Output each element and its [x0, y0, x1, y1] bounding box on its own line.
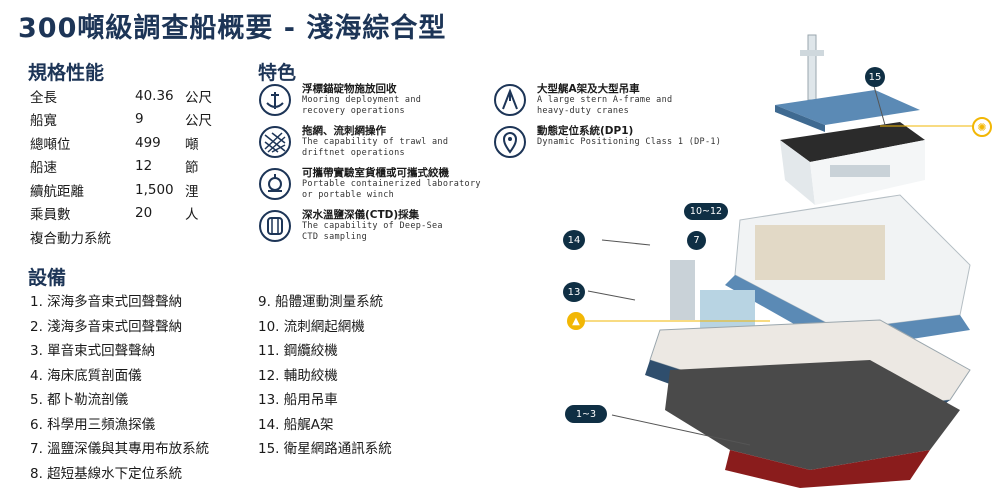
feature-desc-line1: A large stern A-frame and [537, 95, 673, 105]
equipment-item: 15. 衛星網路通訊系統 [258, 441, 392, 458]
spec-row: 船速 12 節 [30, 155, 212, 179]
equipment-item: 3. 單音束式回聲聲納 [30, 343, 156, 360]
upper-deck-structure [775, 34, 925, 205]
spec-label: 複合動力系統 [30, 230, 111, 247]
equipment-item: 8. 超短基線水下定位系統 [30, 465, 183, 482]
spec-heading: 規格性能 [28, 62, 105, 84]
feature-title: 動態定位系統(DP1) [537, 125, 634, 137]
spec-row: 乘員數 20 人 [30, 202, 212, 226]
equipment-item: 4. 海床底質剖面儀 [30, 367, 142, 384]
feature-title: 深水溫鹽深儀(CTD)採集 [302, 209, 420, 221]
callout-1-3: 1~3 [565, 405, 607, 423]
spec-row: 續航距離 1,500 浬 [30, 178, 212, 202]
feature-desc-line2: or portable winch [302, 189, 395, 200]
feature-desc-line1: Mooring deployment and [302, 95, 422, 105]
spec-unit: 公尺 [185, 89, 212, 106]
equipment-item: 7. 溫鹽深儀與其專用布放系統 [30, 441, 210, 458]
spec-value: 9 [135, 111, 144, 128]
feature-desc-line1: Dynamic Positioning Class 1 (DP-1) [537, 137, 722, 147]
location-pin-icon [494, 126, 526, 158]
equipment-item: 2. 淺海多音束式回聲聲納 [30, 318, 183, 335]
equipment-item: 14. 船艉A架 [258, 416, 334, 433]
spec-value: 1,500 [135, 181, 174, 198]
spec-row: 複合動力系統 [30, 225, 212, 249]
equipment-item: 10. 流刺網起網機 [258, 318, 365, 335]
equipment-item: 12. 輔助絞機 [258, 367, 338, 384]
ctd-icon [259, 210, 291, 242]
spec-unit: 人 [185, 207, 199, 224]
feature-item: 動態定位系統(DP1)Dynamic Positioning Class 1 (… [493, 125, 721, 159]
equipment-list-left: 1. 深海多音束式回聲聲納 2. 淺海多音束式回聲聲納 3. 單音束式回聲聲納 4. … [30, 288, 209, 484]
equipment-item: 5. 都卜勒流剖儀 [30, 392, 129, 409]
equipment-item: 11. 鋼纜絞機 [258, 343, 338, 360]
spec-unit: 節 [185, 160, 199, 177]
callout-7: 7 [687, 231, 706, 250]
winch-icon [259, 168, 291, 200]
spec-row: 總噸位 499 噸 [30, 131, 212, 155]
warning-marker-icon: ▲ [567, 312, 585, 330]
feature-desc-line1: The capability of Deep-Sea [302, 221, 443, 231]
satellite-marker-icon: ✺ [972, 117, 992, 137]
spec-row: 全長 40.36 公尺 [30, 84, 212, 108]
equipment-heading: 設備 [28, 267, 67, 289]
page-title: 300噸級調查船概要 - 淺海綜合型 [18, 13, 447, 44]
spec-label: 總噸位 [30, 136, 71, 153]
net-icon [259, 126, 291, 158]
feature-desc-line2: CTD sampling [302, 231, 368, 242]
feature-desc-line2: driftnet operations [302, 147, 405, 158]
feature-title: 可攜帶實驗室貨櫃或可攜式絞機 [302, 167, 449, 179]
feature-desc-line2: recovery operations [302, 105, 405, 116]
feature-text: 動態定位系統(DP1)Dynamic Positioning Class 1 (… [537, 125, 721, 148]
equipment-list-right: 9. 船體運動測量系統 10. 流刺網起網機 11. 鋼纜絞機 12. 輔助絞機 13.… [258, 288, 392, 460]
callout-13: 13 [563, 282, 585, 302]
feature-title: 拖網、流刺網操作 [302, 125, 386, 137]
spec-label: 乘員數 [30, 207, 71, 224]
spec-value: 12 [135, 158, 153, 175]
spec-value: 20 [135, 205, 153, 222]
callout-15: 15 [865, 67, 885, 87]
spec-label: 船寬 [30, 113, 57, 130]
equipment-item: 13. 船用吊車 [258, 392, 338, 409]
callout-14: 14 [563, 230, 585, 250]
callout-10-12: 10~12 [684, 203, 728, 220]
spec-unit: 浬 [185, 183, 199, 200]
spec-unit: 公尺 [185, 113, 212, 130]
spec-row: 船寬 9 公尺 [30, 108, 212, 132]
crane-icon [494, 84, 526, 116]
spec-value: 499 [135, 134, 161, 151]
feature-desc-line1: The capability of trawl and [302, 137, 449, 147]
equipment-item: 6. 科學用三頻漁探儀 [30, 416, 156, 433]
spec-label: 船速 [30, 160, 57, 177]
hull-structure [645, 319, 971, 488]
equipment-item: 1. 深海多音束式回聲聲納 [30, 294, 183, 311]
main-deck-structure [670, 194, 971, 350]
ship-exploded-illustration [580, 34, 985, 488]
spec-label: 全長 [30, 89, 57, 106]
feature-desc-line2: heavy-duty cranes [537, 105, 630, 116]
feature-desc-line1: Portable containerized laboratory [302, 179, 481, 189]
mooring-icon [259, 84, 291, 116]
spec-value: 40.36 [135, 87, 174, 104]
spec-unit: 噸 [185, 136, 199, 153]
equipment-item: 9. 船體運動測量系統 [258, 294, 384, 311]
feature-title: 浮標錨碇物施放回收 [302, 83, 397, 95]
feature-title: 大型艉A架及大型吊車 [537, 83, 640, 95]
features-heading: 特色 [258, 62, 297, 84]
spec-label: 續航距離 [30, 183, 84, 200]
